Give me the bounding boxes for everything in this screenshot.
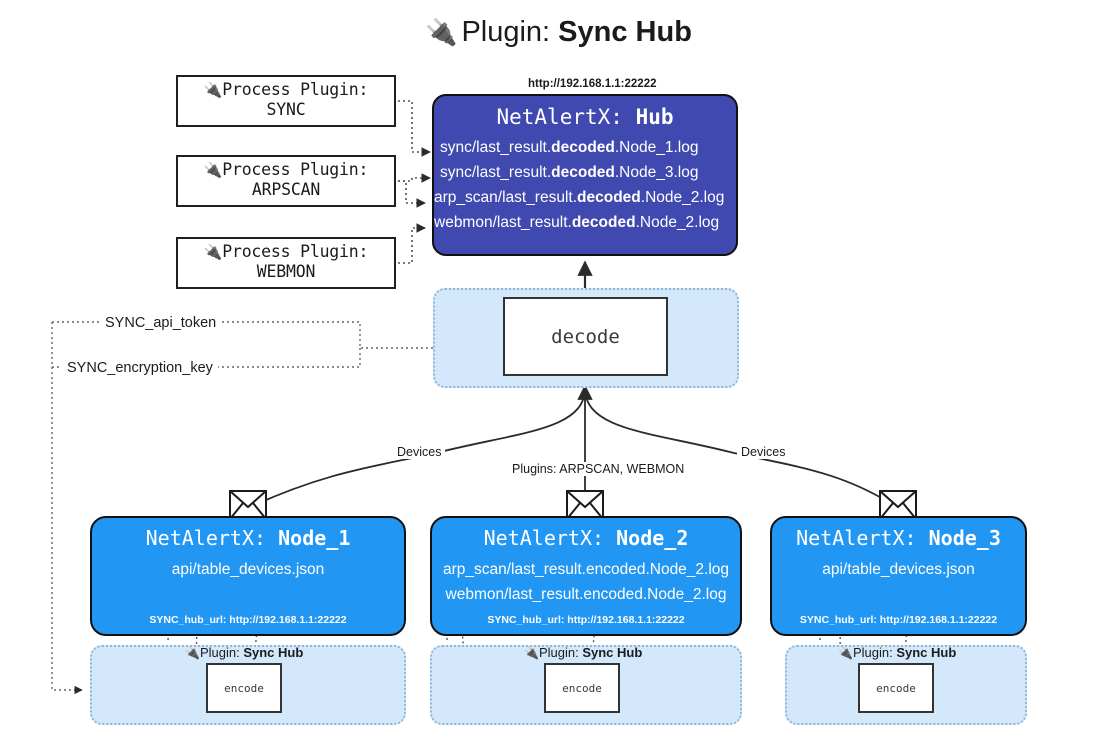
node-title: NetAlertX: Node_1 (145, 526, 351, 550)
node-log-list: arp_scan/last_result.encoded.Node_2.log … (432, 558, 740, 608)
devices-label-right: Devices (737, 445, 790, 459)
encode-box-node-3[interactable]: encode (858, 663, 934, 713)
process-plugin-name: WEBMON (256, 262, 316, 282)
process-plugin-name: SYNC (266, 100, 306, 120)
title-name: Sync Hub (558, 16, 692, 48)
devices-label-left: Devices (393, 445, 446, 459)
title-prefix: Plugin: (461, 16, 551, 48)
encode-box-node-2[interactable]: encode (544, 663, 620, 713)
node-title: NetAlertX: Node_3 (796, 526, 1001, 550)
plug-icon: 🔌 (203, 81, 223, 99)
encode-label: encode (876, 681, 916, 695)
process-plugin-box-webmon[interactable]: 🔌Process Plugin: WEBMON (176, 237, 396, 289)
node-log-line: api/table_devices.json (171, 561, 325, 578)
process-plugin-box-sync[interactable]: 🔌Process Plugin: SYNC (176, 75, 396, 127)
process-plugin-box-arpscan[interactable]: 🔌Process Plugin: ARPSCAN (176, 155, 396, 207)
node-box-node-3[interactable]: NetAlertX: Node_3 api/table_devices.json… (770, 516, 1027, 636)
node-title: NetAlertX: Node_2 (483, 526, 689, 550)
hub-log-line: webmon/last_result.decoded.Node_2.log (434, 214, 720, 232)
sync-api-token-label: SYNC_api_token (100, 315, 222, 331)
plug-icon: 🔌 (203, 161, 223, 179)
decode-label: decode (551, 325, 620, 348)
hub-log-line: sync/last_result.decoded.Node_3.log (440, 164, 699, 182)
process-plugin-name: ARPSCAN (251, 180, 321, 200)
plugins-label-middle: Plugins: ARPSCAN, WEBMON (508, 462, 689, 476)
node-hub-url: SYNC_hub_url: http://192.168.1.1:22222 (487, 614, 685, 626)
hub-url-label: http://192.168.1.1:22222 (528, 78, 657, 90)
plug-icon: 🔌 (524, 646, 539, 660)
hub-log-line: arp_scan/last_result.decoded.Node_2.log (434, 189, 725, 207)
node-log-line: webmon/last_result.encoded.Node_2.log (445, 585, 727, 603)
node-box-node-1[interactable]: NetAlertX: Node_1 api/table_devices.json… (90, 516, 406, 636)
encode-zone-plugin-label: 🔌Plugin: Sync Hub (838, 645, 957, 660)
process-plugin-label: Process Plugin: (222, 160, 369, 179)
node-log-list: api/table_devices.json (92, 558, 404, 583)
process-plugin-label: Process Plugin: (222, 242, 369, 261)
hub-box[interactable]: NetAlertX: Hub sync/last_result.decoded.… (432, 94, 738, 256)
decode-box[interactable]: decode (503, 297, 668, 376)
encode-zone-plugin-label: 🔌Plugin: Sync Hub (185, 645, 304, 660)
plug-icon: 🔌 (425, 17, 458, 47)
encode-label: encode (224, 681, 264, 695)
plug-icon: 🔌 (838, 646, 853, 660)
page-title: 🔌Plugin: Sync Hub (0, 16, 1117, 49)
plug-icon: 🔌 (185, 646, 200, 660)
process-plugin-label: Process Plugin: (222, 80, 369, 99)
node-log-line: api/table_devices.json (822, 561, 975, 578)
plug-icon: 🔌 (203, 243, 223, 261)
hub-title: NetAlertX: Hub (434, 105, 736, 129)
node-box-node-2[interactable]: NetAlertX: Node_2 arp_scan/last_result.e… (430, 516, 742, 636)
encode-label: encode (562, 681, 602, 695)
hub-log-line: sync/last_result.decoded.Node_1.log (440, 139, 699, 156)
node-log-list: api/table_devices.json (772, 558, 1025, 583)
encode-box-node-1[interactable]: encode (206, 663, 282, 713)
hub-title-prefix: NetAlertX: (496, 105, 623, 129)
node-hub-url: SYNC_hub_url: http://192.168.1.1:22222 (149, 614, 347, 626)
node-log-line: arp_scan/last_result.encoded.Node_2.log (442, 561, 730, 578)
hub-log-list: sync/last_result.decoded.Node_1.log sync… (434, 135, 736, 235)
node-hub-url: SYNC_hub_url: http://192.168.1.1:22222 (799, 614, 998, 626)
encode-zone-plugin-label: 🔌Plugin: Sync Hub (524, 645, 643, 660)
hub-title-name: Hub (635, 105, 674, 129)
sync-encryption-key-label: SYNC_encryption_key (62, 360, 218, 376)
